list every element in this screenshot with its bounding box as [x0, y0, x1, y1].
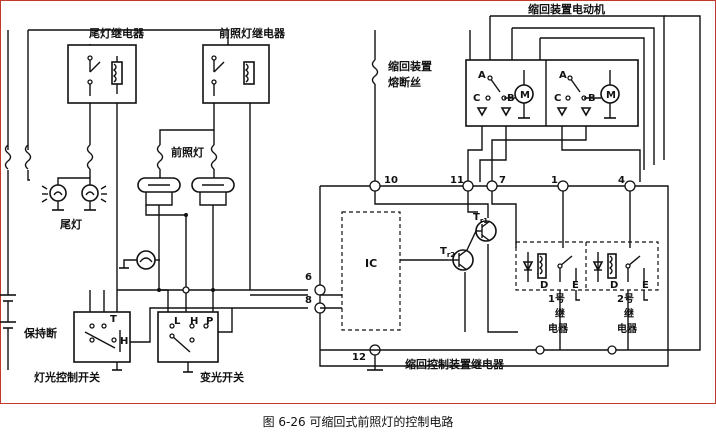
retract-relay-label: 缩回控制装置继电器 — [405, 357, 505, 371]
motor2-letter-c: C — [554, 93, 561, 104]
figure-caption: 图 6-26 可缩回式前照灯的控制电路 — [263, 414, 454, 429]
light-control-switch — [73, 290, 131, 371]
motor1-letter-a: A — [478, 70, 486, 81]
headlight-relay-label: 前照灯继电器 — [219, 26, 286, 40]
retract-motor-label: 缩回装置电动机 — [528, 2, 605, 16]
ground-lamp — [119, 250, 160, 270]
relay-1 — [522, 252, 580, 350]
battery — [0, 294, 16, 370]
terminal-11: 11 — [450, 175, 464, 186]
relay-output-wires — [89, 103, 251, 290]
relay2-label-a: 2号 — [617, 293, 634, 305]
module-internal-wiring — [320, 15, 701, 371]
relay1-label-c: 电器 — [548, 322, 569, 335]
relay2-label-c: 电器 — [617, 322, 638, 335]
relay2-letter-e: E — [642, 280, 649, 291]
light-switch-label: 灯光控制开关 — [34, 370, 100, 384]
terminal-6: 6 — [305, 272, 312, 283]
retract-motors — [465, 59, 641, 182]
tail-relay-label: 尾灯继电器 — [88, 26, 145, 40]
motor1-letter-c: C — [473, 93, 480, 104]
relay-2 — [592, 252, 648, 350]
motor2-letter-b: B — [588, 93, 596, 104]
retract-fuse-label-1: 缩回装置 — [388, 59, 432, 73]
terminal-8: 8 — [305, 295, 312, 306]
transistors — [448, 220, 497, 271]
junction-dots — [157, 213, 617, 355]
transistor-t1-label: Tr1 — [473, 212, 488, 225]
headlight-label: 前照灯 — [171, 145, 204, 159]
module-terminals — [314, 180, 636, 356]
light-switch-letter-h: H — [120, 336, 128, 347]
dimmer-letter-l: L — [174, 316, 181, 327]
dimmer-switch — [157, 289, 219, 373]
motor2-letter-a: A — [559, 70, 567, 81]
tail-lamp-label: 尾灯 — [59, 217, 82, 231]
main-fuses — [4, 144, 32, 295]
relay1-label-a: 1号 — [548, 293, 565, 305]
transistor-t2-label: Tr2 — [440, 246, 455, 259]
terminal-4: 4 — [618, 175, 625, 186]
light-switch-letter-t: T — [110, 314, 117, 325]
terminal-10: 10 — [384, 175, 398, 186]
tail-lamps — [41, 144, 107, 211]
ic-label: IC — [365, 257, 377, 270]
headlights — [137, 144, 235, 290]
dimmer-switch-label: 变光开关 — [200, 370, 244, 384]
motor2-letter-m: M — [606, 90, 616, 101]
dimmer-letter-p: P — [206, 316, 213, 327]
tail-relay — [67, 44, 137, 104]
terminal-7: 7 — [499, 175, 506, 186]
relay1-label-b: 继 — [555, 307, 565, 320]
motor1-letter-m: M — [520, 90, 530, 101]
relay2-letter-d: D — [610, 280, 618, 291]
terminal-1: 1 — [551, 175, 558, 186]
hold-break-label: 保持断 — [23, 326, 57, 340]
relay1-letter-e: E — [572, 280, 579, 291]
headlight-relay — [202, 44, 270, 104]
relay1-letter-d: D — [540, 280, 548, 291]
motor1-letter-b: B — [507, 93, 515, 104]
retract-fuse — [371, 59, 379, 182]
dimmer-letter-h: H — [190, 316, 198, 327]
terminal-12: 12 — [352, 352, 366, 363]
relay2-label-b: 继 — [624, 307, 634, 320]
retract-fuse-label-2: 熔断丝 — [388, 75, 421, 89]
